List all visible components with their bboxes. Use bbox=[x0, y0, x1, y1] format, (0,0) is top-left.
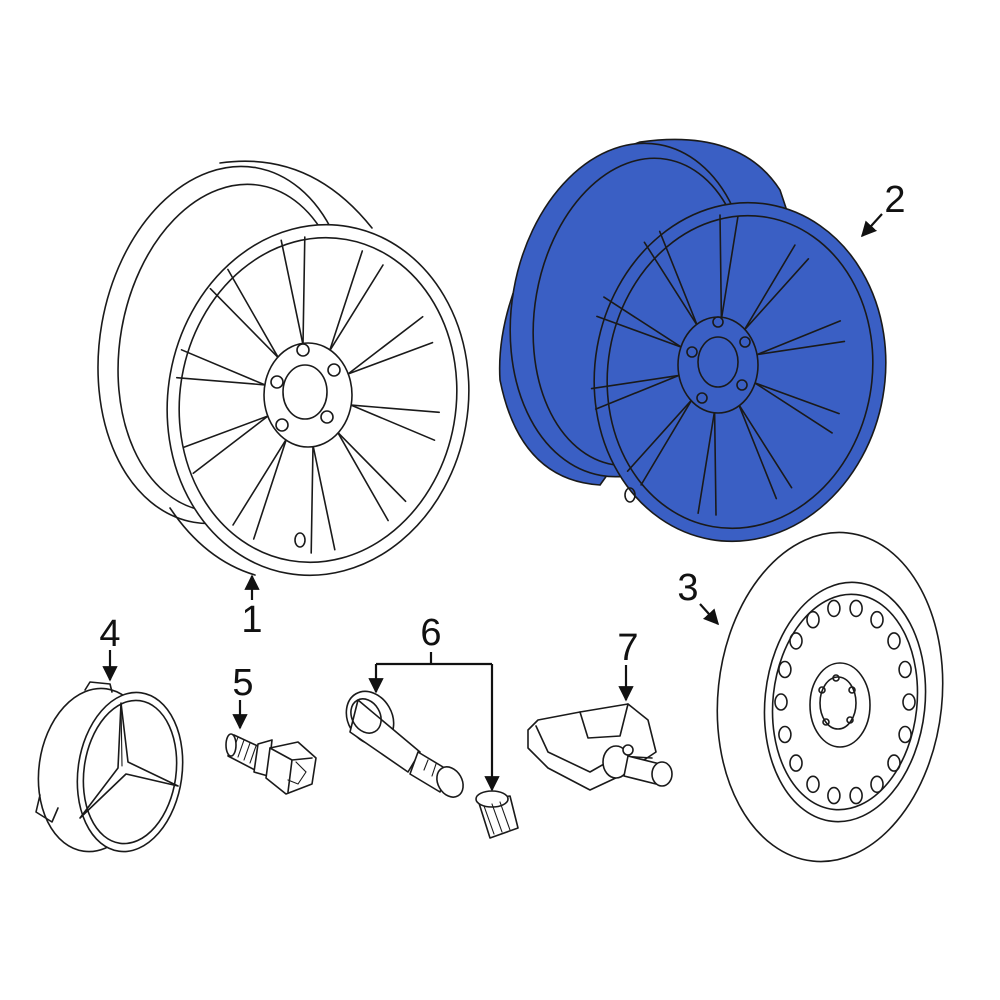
callout-3: 3 bbox=[677, 567, 720, 626]
callout-3-label: 3 bbox=[677, 567, 698, 609]
callout-4-label: 4 bbox=[99, 613, 120, 655]
callout-1-label: 1 bbox=[241, 599, 262, 641]
wheel-1-spokes bbox=[176, 236, 441, 554]
callout-6: 6 bbox=[368, 612, 500, 792]
wheel-2-spokes bbox=[590, 214, 846, 516]
callout-1: 1 bbox=[241, 574, 263, 641]
lug-bolt-part-5[interactable] bbox=[225, 733, 317, 795]
alloy-wheel-part-1[interactable] bbox=[71, 146, 497, 599]
callout-5-label: 5 bbox=[232, 662, 253, 704]
callout-6-label: 6 bbox=[420, 612, 441, 654]
callout-2-label: 2 bbox=[884, 179, 905, 221]
callout-7: 7 bbox=[617, 627, 639, 702]
valve-cap[interactable] bbox=[475, 790, 519, 839]
tpms-sensor-part-7[interactable] bbox=[527, 703, 673, 791]
callout-4: 4 bbox=[99, 613, 121, 682]
callout-2: 2 bbox=[860, 179, 906, 238]
center-cap-part-4[interactable] bbox=[28, 681, 192, 859]
spare-wheel-vent-holes bbox=[774, 599, 916, 805]
valve-stem-part-6[interactable] bbox=[337, 683, 468, 802]
callout-7-label: 7 bbox=[617, 627, 638, 669]
callout-5: 5 bbox=[232, 662, 254, 730]
spare-wheel-part-3[interactable] bbox=[701, 521, 958, 873]
alloy-wheel-part-2-highlighted[interactable] bbox=[485, 124, 913, 565]
